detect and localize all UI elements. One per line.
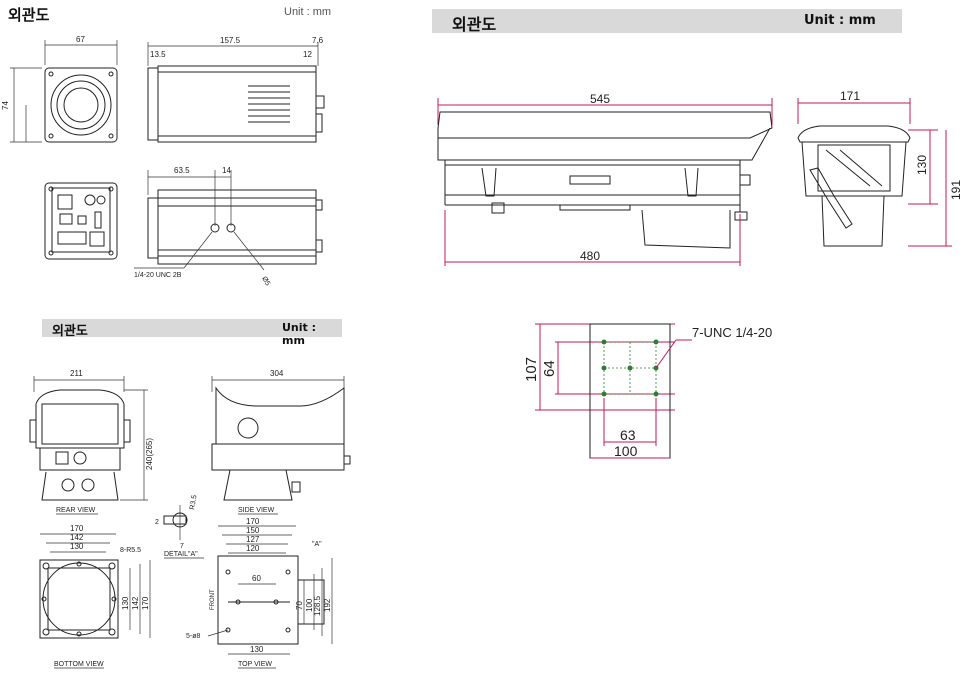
- ptz-rear-view: 211 240(265) REAR VIEW: [29, 369, 154, 515]
- ptz-detail-dim-b: 7: [180, 543, 184, 550]
- ptz-side-caption: SIDE VIEW: [238, 507, 275, 514]
- ptz-top-h0: 70: [295, 601, 304, 610]
- camera-mount-label: 1/4-20 UNC 2B: [134, 272, 182, 279]
- ptz-top-h1: 100: [305, 598, 314, 612]
- housing-base-height-inner: 64: [541, 360, 558, 377]
- camera-side-view: 157.5 13.5 7.6 12: [147, 36, 325, 143]
- ptz-bottom-w1: 142: [70, 533, 84, 542]
- ptz-detail-caption: DETAIL"A": [164, 551, 198, 558]
- camera-bottom-spacing: 14: [222, 166, 231, 175]
- ptz-top-view: 170 150 127 120 "A" 60 FRONT 5-ø8 70 100…: [186, 517, 333, 669]
- ptz-side-width: 304: [270, 369, 284, 378]
- ptz-drawing: 211 240(265) REAR VIEW 304 SIDE VIEW: [29, 369, 351, 669]
- housing-base-height-outer: 107: [523, 357, 540, 382]
- ptz-bottom-h1: 142: [131, 596, 140, 610]
- ptz-bottom-w0: 170: [70, 524, 84, 533]
- camera-bottom-view: 63.5 14 1/4-20 UNC 2B Ø5: [134, 166, 323, 288]
- housing-drawing: 545 480 171 130: [437, 89, 963, 459]
- ptz-title-bar: 외관도 Unit : mm: [42, 319, 342, 347]
- ptz-top-w1: 150: [246, 526, 260, 535]
- ptz-top-w2: 127: [246, 535, 260, 544]
- housing-front-height-inner: 130: [915, 155, 929, 175]
- ptz-top-w0: 170: [246, 517, 260, 526]
- ptz-top-front: FRONT: [210, 589, 216, 610]
- camera-front-height: 74: [1, 101, 10, 110]
- ptz-top-marker: "A": [312, 541, 322, 548]
- camera-rear-view: [44, 182, 118, 260]
- ptz-top-center: 60: [252, 574, 261, 583]
- camera-drawing: 67 74 157.5 13.5 7.6 12: [1, 35, 325, 288]
- ptz-detail-dim-a: 2: [155, 519, 159, 526]
- camera-front-view: 67 74: [1, 35, 118, 143]
- housing-side-view: 545 480: [437, 92, 773, 266]
- ptz-top-caption: TOP VIEW: [238, 661, 272, 668]
- camera-side-lens-offset: 7.6: [312, 36, 324, 45]
- ptz-bottom-view: 170 142 130 8-R5.5 130 142 170 BOTTOM VI…: [39, 524, 151, 669]
- camera-pin-label: Ø5: [260, 276, 271, 288]
- housing-unit: Unit : mm: [804, 13, 876, 28]
- ptz-top-h3: 192: [323, 598, 332, 612]
- camera-front-width: 67: [76, 35, 85, 44]
- housing-front-width: 171: [840, 89, 860, 103]
- ptz-top-hole-label: 5-ø8: [186, 633, 201, 640]
- housing-title: 외관도: [452, 15, 497, 34]
- ptz-rear-width: 211: [70, 369, 83, 378]
- housing-base-width-inner: 63: [620, 427, 636, 443]
- housing-front-height-total: 191: [949, 180, 963, 200]
- ptz-bottom-caption: BOTTOM VIEW: [54, 661, 104, 668]
- ptz-bottom-hole-label: 8-R5.5: [120, 547, 141, 554]
- ptz-top-h2: 128.5: [313, 595, 322, 616]
- housing-top-length: 545: [590, 92, 610, 106]
- housing-base-label: 7-UNC 1/4-20: [692, 325, 772, 340]
- housing-bottom-length: 480: [580, 249, 600, 263]
- ptz-bottom-h2: 170: [141, 596, 150, 610]
- ptz-detail-view: R3.5 2 7 DETAIL"A": [155, 494, 204, 559]
- camera-unit: Unit : mm: [284, 6, 332, 18]
- ptz-rear-caption: REAR VIEW: [56, 507, 96, 514]
- ptz-top-bottom-width: 130: [250, 645, 264, 654]
- ptz-top-w3: 120: [246, 544, 260, 553]
- camera-side-front-offset: 13.5: [150, 50, 166, 59]
- housing-front-view: 171 130 191: [797, 89, 963, 247]
- ptz-detail-radius: R3.5: [189, 494, 198, 510]
- camera-side-rear-offset: 12: [303, 50, 312, 59]
- ptz-side-view: 304 SIDE VIEW: [211, 369, 351, 515]
- housing-title-bar: 외관도 Unit : mm: [432, 9, 902, 34]
- ptz-title: 외관도: [52, 324, 88, 339]
- camera-title: 외관도: [8, 6, 50, 24]
- ptz-bottom-w2: 130: [70, 542, 84, 551]
- camera-side-length: 157.5: [220, 36, 241, 45]
- ptz-unit: Unit : mm: [282, 321, 317, 347]
- ptz-rear-height: 240(265): [145, 438, 154, 470]
- housing-base-view: 107 64 7-UNC 1/4-20 63 100: [523, 323, 772, 459]
- housing-base-width-outer: 100: [614, 443, 638, 459]
- camera-bottom-offset: 63.5: [174, 166, 190, 175]
- ptz-bottom-h0: 130: [121, 596, 130, 610]
